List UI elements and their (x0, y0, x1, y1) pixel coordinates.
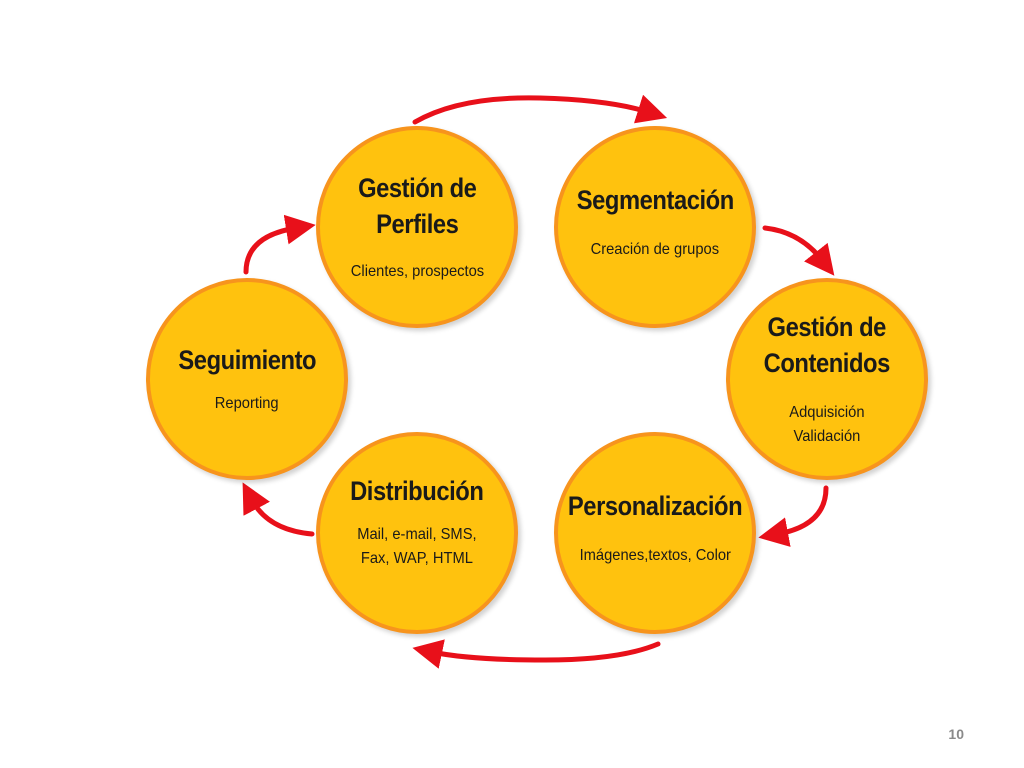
node-segmentacion: Segmentación Creación de grupos (554, 126, 756, 328)
node-subtitle: Clientes, prospectos (350, 263, 484, 280)
arrow-seguimiento-to-perfiles (243, 214, 316, 275)
node-gestion-de-perfiles: Gestión de Perfiles Clientes, prospectos (316, 126, 518, 328)
arrow-segmentacion-to-contenidos (762, 225, 835, 276)
node-title: Gestión de Contenidos (763, 312, 891, 378)
node-personalizacion: Personalización Imágenes,textos, Color (554, 432, 756, 634)
node-title: Seguimiento (178, 345, 316, 375)
node-title: Distribución (350, 476, 484, 506)
node-seguimiento: Seguimiento Reporting (146, 278, 348, 480)
node-subtitle: Mail, e-mail, SMS, Fax, WAP, HTML (357, 526, 477, 567)
node-subtitle: Creación de grupos (590, 241, 720, 258)
node-title: Personalización (567, 491, 743, 521)
node-subtitle: Adquisición Validación (789, 404, 865, 445)
node-title: Segmentación (576, 185, 734, 215)
page-number: 10 (948, 726, 964, 742)
arrow-perfiles-to-segmentacion (412, 94, 668, 125)
arrow-distribucion-to-seguimiento (242, 482, 315, 537)
arrow-personalizacion-to-distribucion (412, 639, 661, 669)
node-title: Gestión de Perfiles (357, 173, 477, 239)
arrow-contenidos-to-personalizacion (758, 485, 829, 547)
node-gestion-de-contenidos: Gestión de Contenidos Adquisición Valida… (726, 278, 928, 480)
node-subtitle: Reporting (215, 395, 279, 412)
node-distribucion: Distribución Mail, e-mail, SMS, Fax, WAP… (316, 432, 518, 634)
node-subtitle: Imágenes,textos, Color (579, 547, 731, 564)
